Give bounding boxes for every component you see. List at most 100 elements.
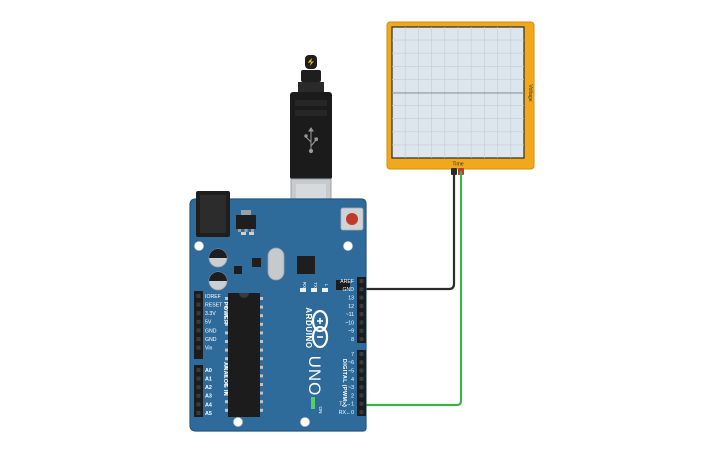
chip-pin	[260, 322, 263, 326]
digital-header-bottom-body	[357, 350, 366, 416]
header-pin-hole[interactable]	[359, 303, 364, 308]
header-pin-hole[interactable]	[196, 368, 201, 372]
header-pin-hole[interactable]	[359, 287, 364, 292]
power-section-label: POWER	[222, 302, 228, 325]
header-pin-hole[interactable]	[196, 294, 201, 298]
model-label: UNO	[305, 356, 324, 397]
header-pin-hole[interactable]	[359, 295, 364, 300]
pin-label: A5	[205, 411, 212, 417]
voltage-regulator	[236, 210, 256, 232]
header-pin-hole[interactable]	[359, 320, 364, 325]
chip-pin	[225, 383, 228, 386]
pin-label: A3	[205, 394, 212, 400]
capacitor	[208, 248, 228, 268]
svg-text:RX: RX	[302, 282, 307, 288]
pin-label: 8	[351, 337, 354, 343]
mounting-hole	[194, 241, 204, 251]
pin-label: A4	[205, 402, 212, 408]
capacitor	[208, 271, 228, 291]
pin-label: A0	[205, 368, 212, 374]
header-pin-hole[interactable]	[196, 411, 201, 415]
header-pin-hole[interactable]	[359, 279, 364, 283]
mounting-hole	[300, 417, 310, 427]
mounting-hole	[233, 417, 243, 427]
chip-pin	[225, 331, 228, 335]
chip-pin	[260, 297, 263, 300]
pin-label: A1	[205, 377, 212, 383]
header-pin-hole[interactable]	[196, 402, 201, 407]
brand-label: ARDUINO	[304, 307, 313, 349]
chip-pin	[260, 383, 263, 386]
pin-label: A2	[205, 385, 212, 391]
header-pin-hole[interactable]	[196, 311, 201, 316]
chip-pin	[225, 408, 228, 412]
chip-pin	[225, 391, 228, 395]
reset-button[interactable]	[340, 207, 364, 231]
header-pin-hole[interactable]	[359, 410, 364, 415]
header-pin-hole[interactable]	[359, 385, 364, 390]
header-pin-hole[interactable]	[359, 360, 364, 365]
l-led: L	[322, 284, 329, 292]
header-pin-hole[interactable]	[196, 302, 201, 307]
pin-label: ~3	[348, 385, 354, 391]
header-pin-hole[interactable]	[196, 328, 201, 333]
header-pin-hole[interactable]	[359, 312, 364, 317]
pin-label: 13	[348, 296, 354, 302]
chip-pin	[225, 400, 228, 404]
power-header-body	[194, 291, 203, 359]
mounting-hole	[343, 241, 353, 251]
usb-grip-ridge	[295, 110, 327, 116]
analog-section-label: ANALOG IN	[222, 362, 228, 396]
smd-component	[249, 232, 254, 235]
svg-text:TX: TX	[313, 282, 318, 288]
header-pin-hole[interactable]	[196, 393, 201, 398]
digital-header-top-body	[357, 277, 366, 343]
header-pin-hole[interactable]	[359, 328, 364, 333]
pin-label: ~10	[345, 320, 354, 326]
voltage-axis-label: Voltage	[527, 84, 533, 101]
header-pin-hole[interactable]	[196, 385, 201, 390]
chip-pin	[225, 322, 228, 326]
oscilloscope[interactable]: Voltage Time	[386, 21, 535, 175]
smd-chip	[252, 258, 261, 267]
chip-pin	[260, 400, 263, 404]
chip-pin	[260, 357, 263, 361]
icsp-header	[336, 280, 350, 290]
usb-cable-neck	[298, 82, 324, 92]
header-pin-hole[interactable]	[359, 352, 364, 356]
pin-label: ~9	[348, 329, 354, 335]
signal-wire[interactable]	[359, 170, 463, 407]
header-pin-hole[interactable]	[359, 337, 364, 342]
chip-pin	[225, 305, 228, 309]
atmega-microcontroller	[225, 293, 263, 417]
chip-pin	[225, 314, 228, 318]
header-pin-hole[interactable]	[359, 401, 364, 406]
header-pin-hole[interactable]	[196, 319, 201, 324]
header-pin-hole[interactable]	[359, 368, 364, 373]
pin-label: TX→1	[339, 402, 354, 408]
usb-symbol-icon	[304, 127, 318, 154]
ground-wire[interactable]	[359, 170, 456, 291]
pin-label: ~6	[348, 360, 354, 366]
pin-label: 7	[351, 352, 354, 358]
svg-text:L: L	[324, 284, 329, 287]
dc-power-jack	[196, 191, 230, 237]
chip-pin	[260, 408, 263, 412]
usb-cable-collar	[301, 70, 321, 82]
pin-label: GND	[205, 337, 217, 343]
header-pin-hole[interactable]	[196, 337, 201, 341]
pin-label: ~11	[346, 312, 355, 318]
header-pin-hole[interactable]	[196, 345, 201, 350]
chip-pin	[225, 340, 228, 343]
usb-cable[interactable]	[290, 55, 332, 220]
header-pin-hole[interactable]	[196, 376, 201, 381]
pin-label: RX←0	[339, 410, 354, 416]
arduino-uno-board[interactable]: RX TX L ON ARDUINO UNO	[189, 191, 367, 432]
pin-label: 4	[351, 377, 354, 383]
power-on-led: ON	[311, 397, 323, 413]
smd-component	[241, 232, 246, 235]
header-pin-hole[interactable]	[359, 393, 364, 398]
header-pin-hole[interactable]	[359, 376, 364, 381]
